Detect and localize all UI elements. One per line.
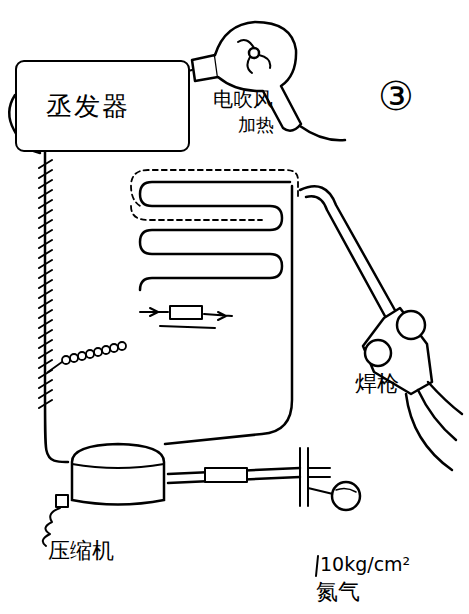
spring-coil — [48, 342, 126, 372]
part-label: 焊枪 — [355, 372, 399, 396]
condenser-coil — [140, 182, 290, 290]
dashed-outline — [131, 170, 298, 220]
node-text: 压缩机 — [48, 536, 114, 566]
compressor-shape — [68, 440, 168, 510]
compressor-dome — [72, 444, 164, 505]
edge-layer — [45, 152, 68, 462]
filter-symbol — [140, 306, 232, 328]
compressor-seam — [72, 464, 164, 468]
welding-torch — [300, 186, 462, 470]
pipe-connector — [45, 152, 68, 462]
evaporator-box: 丞发器 — [15, 60, 190, 152]
callout-number: ③ — [378, 74, 414, 118]
compressor: 压缩机 — [68, 440, 168, 565]
hair-dryer — [184, 22, 345, 140]
gas-label: 氮气 — [316, 580, 360, 604]
part-label: 电吹风 — [213, 88, 273, 110]
node-text: 丞发器 — [46, 89, 130, 124]
pressure-label: 10kg/cm² — [320, 554, 410, 575]
part-label: 加热 — [238, 115, 274, 135]
